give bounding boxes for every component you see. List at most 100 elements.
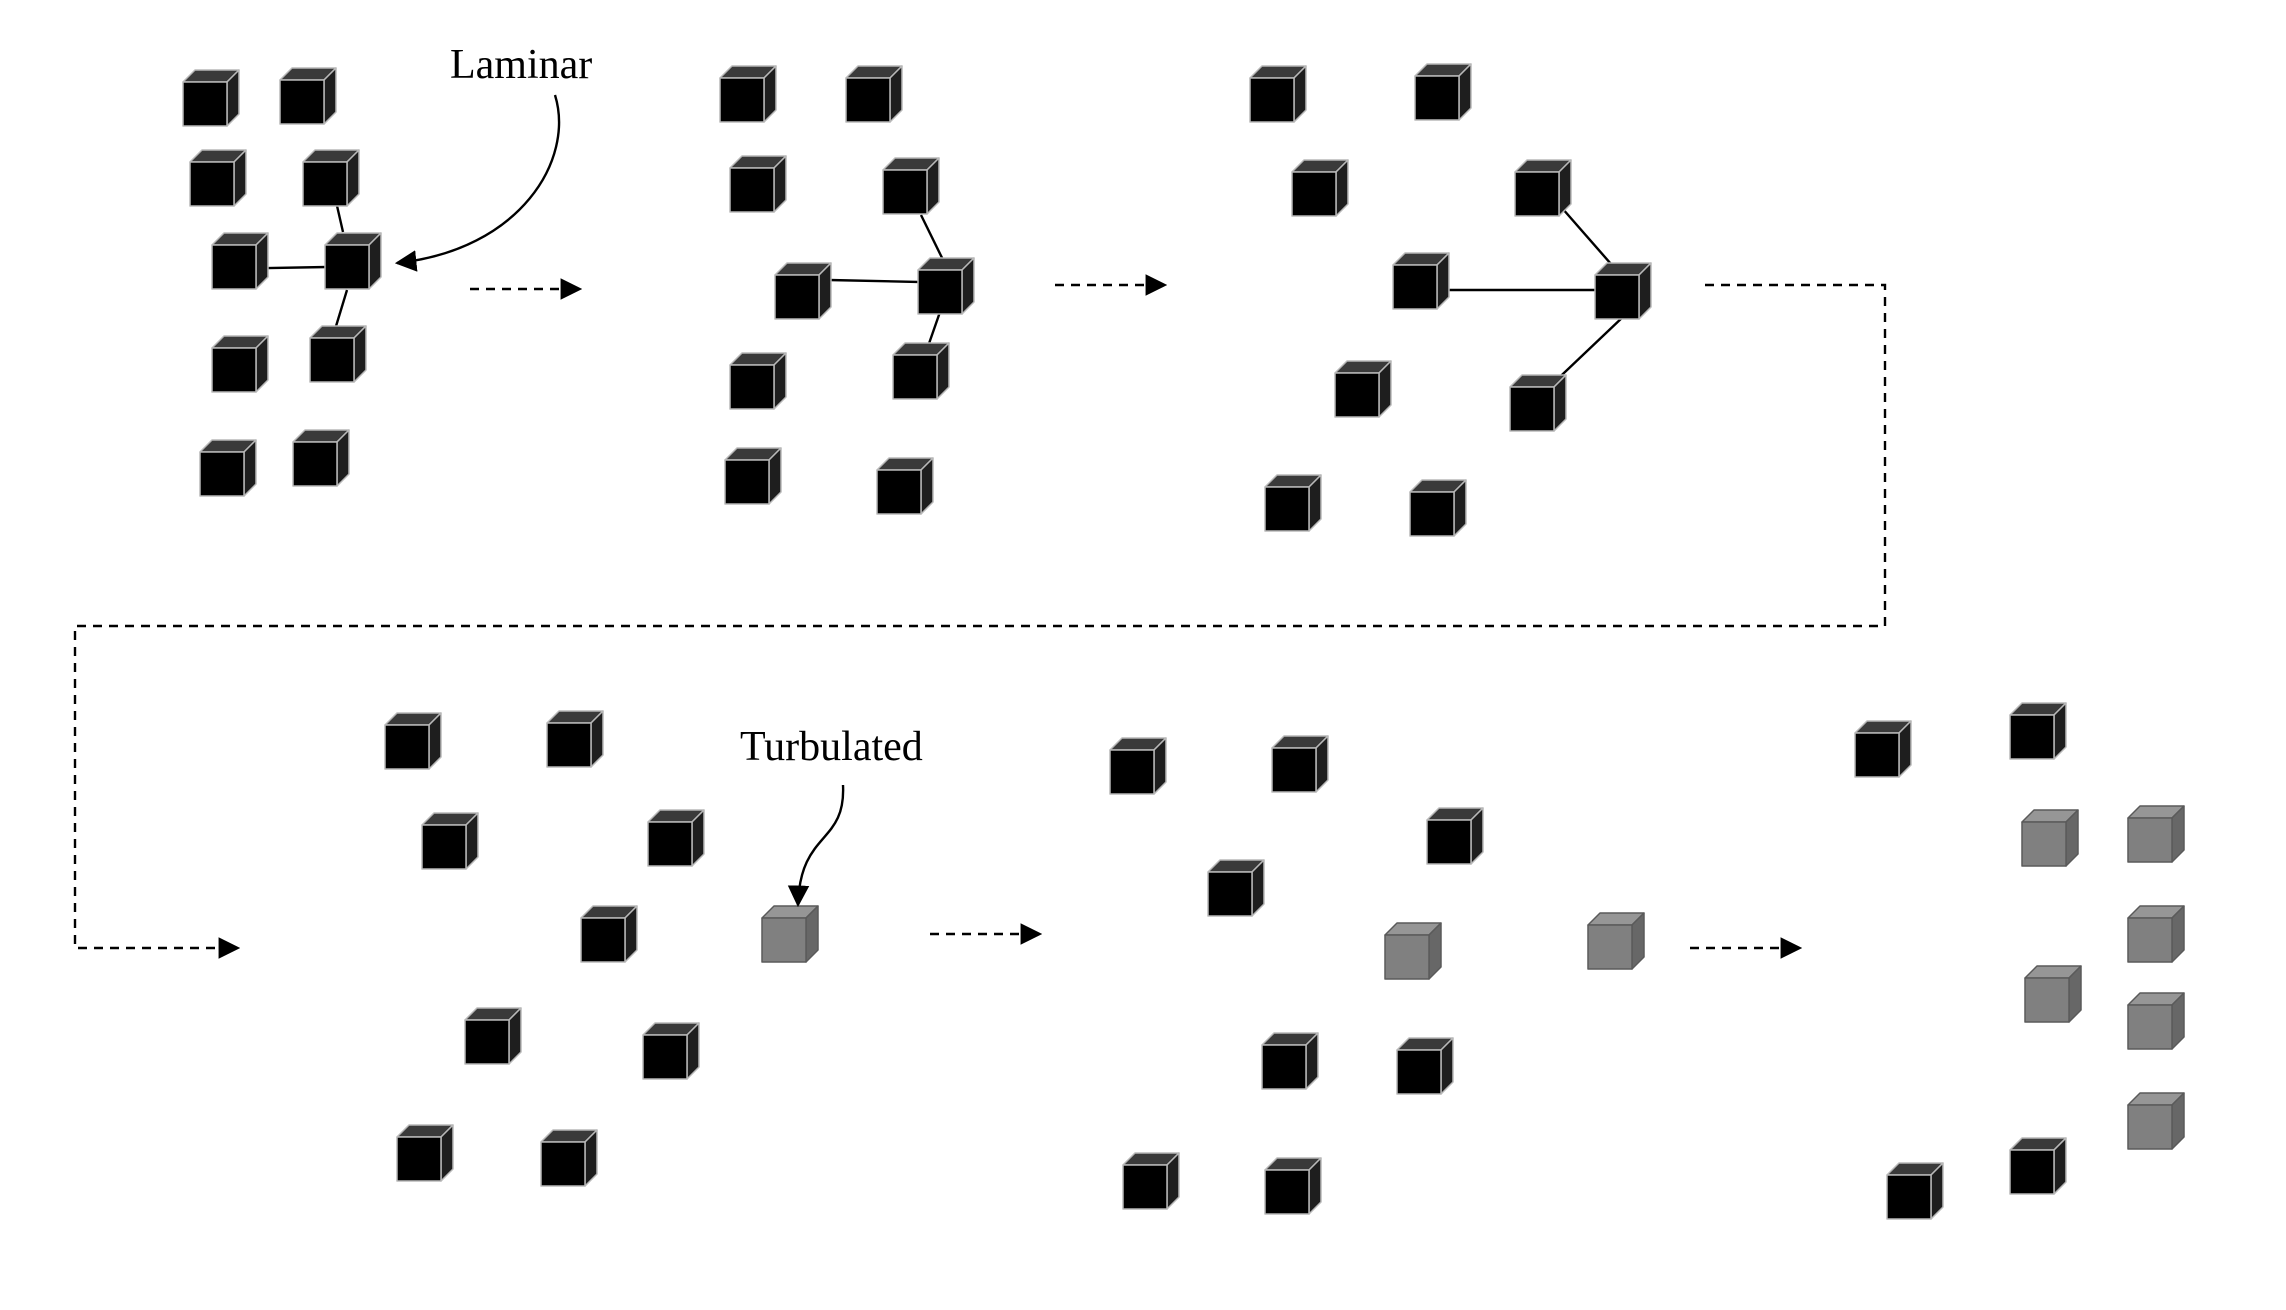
cube-face	[2127, 817, 2173, 863]
turbulated-cube	[761, 905, 819, 963]
cube-face	[1396, 1049, 1442, 1095]
cube-face	[1334, 372, 1380, 418]
cube-face	[580, 917, 626, 963]
turbulated-cube	[2127, 905, 2185, 963]
laminar-cube	[2009, 702, 2067, 760]
laminar-cube	[1514, 159, 1572, 217]
laminar-cube	[892, 342, 950, 400]
laminar-cube	[1109, 737, 1167, 795]
cube-face	[182, 81, 228, 127]
turbulated-cube	[2127, 992, 2185, 1050]
laminar-cube	[1594, 262, 1652, 320]
laminar-cube	[302, 149, 360, 207]
cube-face	[211, 244, 257, 290]
laminar-cube	[1271, 735, 1329, 793]
laminar-cube	[1264, 1157, 1322, 1215]
laminar-cube	[189, 149, 247, 207]
cube-face	[1261, 1044, 1307, 1090]
cube-face	[1409, 491, 1455, 537]
cube-face	[1392, 264, 1438, 310]
cube-face	[761, 917, 807, 963]
cube-face	[1854, 732, 1900, 778]
cube-face	[1122, 1164, 1168, 1210]
laminar-cube	[546, 710, 604, 768]
cube-face	[1207, 871, 1253, 917]
cube-face	[845, 77, 891, 123]
laminar-cube	[1426, 807, 1484, 865]
turbulated-cube	[2127, 1092, 2185, 1150]
laminar-cube	[464, 1007, 522, 1065]
laminar-cube	[211, 335, 269, 393]
cube-face	[1514, 171, 1560, 217]
laminar-cube	[279, 67, 337, 125]
particle-cubes	[182, 63, 2185, 1220]
cube-face	[2021, 821, 2067, 867]
cube-face	[876, 469, 922, 515]
laminar-label: Laminar	[450, 42, 592, 88]
turbulated-cube	[1384, 922, 1442, 980]
laminar-cube	[1261, 1032, 1319, 1090]
cube-face	[724, 459, 770, 505]
laminar-cube	[774, 262, 832, 320]
laminar-cube	[1264, 474, 1322, 532]
laminar-cube	[876, 457, 934, 515]
cube-face	[917, 269, 963, 315]
cube-face	[199, 451, 245, 497]
laminar-cube	[182, 69, 240, 127]
cube-face	[1594, 274, 1640, 320]
laminar-cube	[1396, 1037, 1454, 1095]
laminar-cube	[729, 155, 787, 213]
cube-face	[540, 1141, 586, 1187]
laminar-cube	[324, 232, 382, 290]
cube-face	[189, 161, 235, 207]
cube-face	[2024, 977, 2070, 1023]
turbulated-cube	[2021, 809, 2079, 867]
laminar-cube	[2009, 1137, 2067, 1195]
laminar-cube	[1509, 374, 1567, 432]
cube-face	[1886, 1174, 1932, 1220]
cube-face	[1384, 934, 1430, 980]
cube-face	[729, 167, 775, 213]
laminar-cube	[1392, 252, 1450, 310]
laminar-cube	[917, 257, 975, 315]
cube-face	[279, 79, 325, 125]
laminar-cube	[882, 157, 940, 215]
turbulated-cube	[2127, 805, 2185, 863]
laminar-cube	[421, 812, 479, 870]
laminar-cube	[719, 65, 777, 123]
cube-face	[421, 824, 467, 870]
cube-face	[1264, 1169, 1310, 1215]
laminar-cube	[1207, 859, 1265, 917]
laminar-cube	[199, 439, 257, 497]
cube-face	[1264, 486, 1310, 532]
laminar-cube	[384, 712, 442, 770]
flow-arrow-wrap	[73, 283, 1887, 959]
cube-face	[2009, 714, 2055, 760]
cube-face	[2127, 1004, 2173, 1050]
cube-face	[1271, 747, 1317, 793]
laminar-cube	[729, 352, 787, 410]
cube-face	[729, 364, 775, 410]
laminar-cube	[1291, 159, 1349, 217]
laminar-cube	[1886, 1162, 1944, 1220]
cube-face	[774, 274, 820, 320]
laminar-cube	[1249, 65, 1307, 123]
cube-face	[309, 337, 355, 383]
laminar-cube	[642, 1022, 700, 1080]
laminar-cube	[580, 905, 638, 963]
cube-face	[719, 77, 765, 123]
flow-arrows	[73, 274, 1887, 959]
cube-face	[1587, 924, 1633, 970]
turbulated-label: Turbulated	[740, 724, 923, 770]
laminar-cube	[211, 232, 269, 290]
cube-face	[1414, 75, 1460, 121]
cube-face	[464, 1019, 510, 1065]
cube-face	[1249, 77, 1295, 123]
cube-face	[1509, 386, 1555, 432]
laminar-cube	[540, 1129, 598, 1187]
cube-face	[324, 244, 370, 290]
laminar-cube	[724, 447, 782, 505]
laminar-cube	[1409, 479, 1467, 537]
cube-face	[892, 354, 938, 400]
